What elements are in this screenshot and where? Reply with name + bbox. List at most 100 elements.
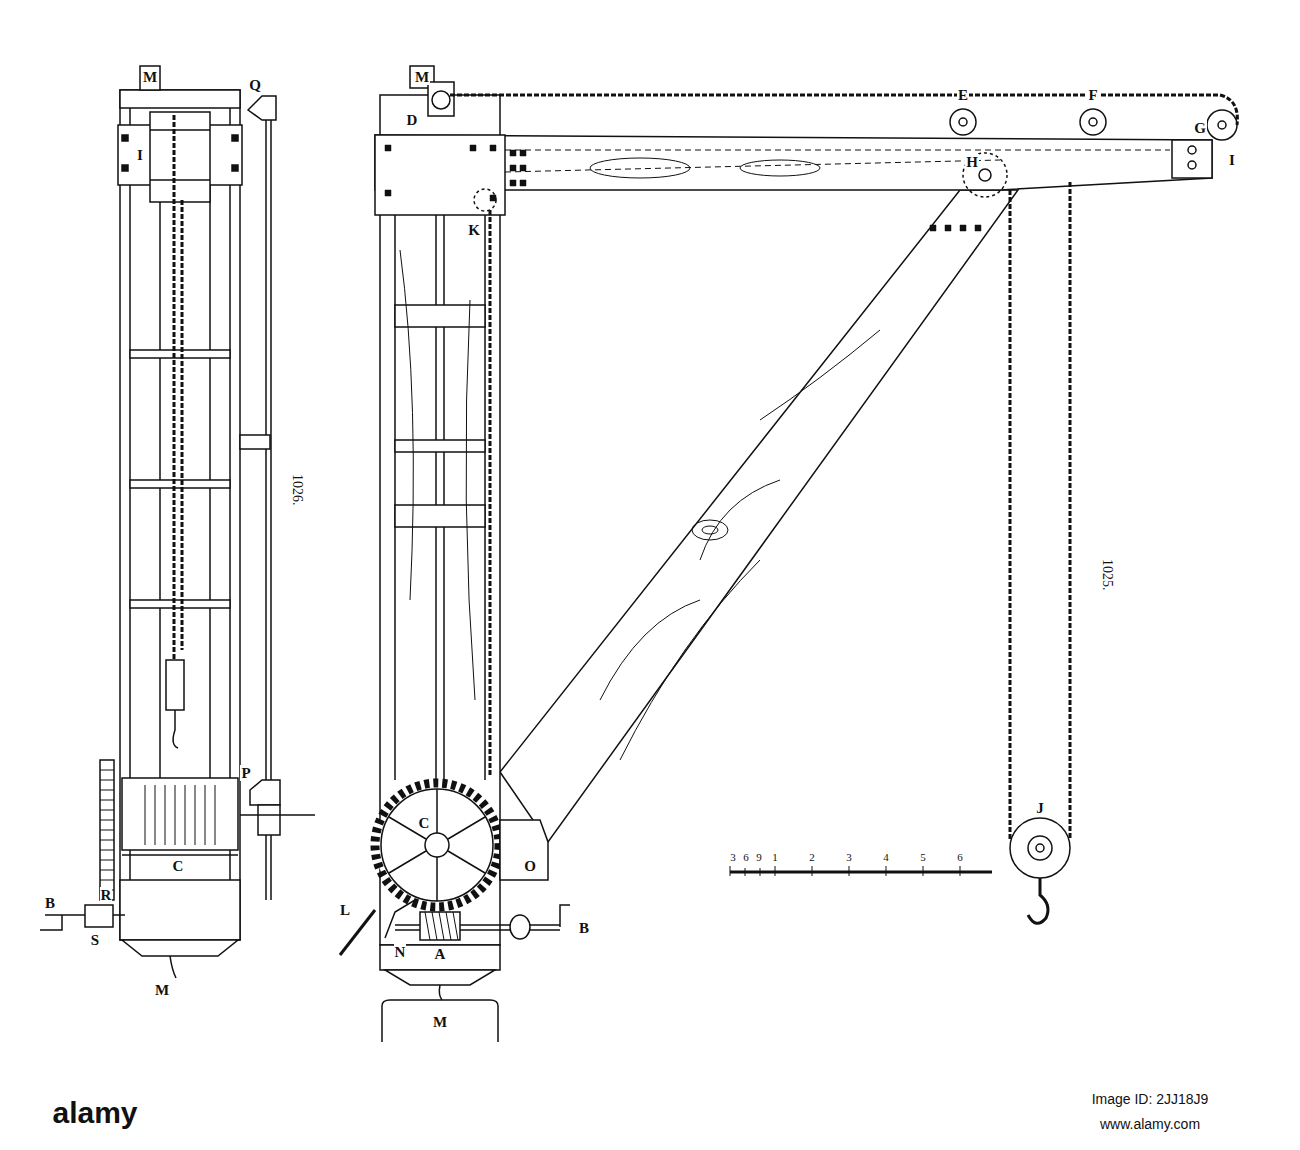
worm-gear [340, 900, 570, 955]
side-view-base-part [120, 880, 240, 940]
strut-part [600, 330, 880, 760]
part-letter: K [467, 222, 481, 239]
part-letter: O [523, 858, 537, 875]
hook-pulley-part [1010, 818, 1070, 878]
side-view-chain-part [181, 200, 184, 650]
side-view-frame-part [129, 108, 131, 880]
gear-wheel-part [389, 789, 485, 901]
side-view-crank [40, 760, 125, 930]
jib-part [505, 150, 1170, 151]
post-part [385, 970, 495, 985]
post-part [439, 985, 442, 1000]
side-view-base-part [170, 956, 176, 978]
hook-pulley-part [1028, 836, 1052, 860]
hoist-chain-part [1009, 190, 1012, 840]
scale-number: 1 [771, 851, 779, 863]
part-letter: M [142, 69, 158, 86]
part-letter: P [240, 765, 251, 782]
post-part [382, 1000, 498, 1042]
side-view-base [120, 880, 240, 978]
jib-part [740, 160, 820, 176]
hoist-chain [450, 95, 1237, 840]
pulleys-part [1207, 110, 1237, 140]
side-view-chain-part [173, 115, 176, 670]
side-view-hook-block-part [173, 710, 178, 748]
post-part [400, 250, 475, 700]
pulleys-part [959, 118, 967, 126]
pulleys-part [432, 91, 450, 109]
side-view-crank-part [40, 915, 62, 930]
pulleys [428, 82, 1237, 211]
post-part [394, 190, 396, 780]
jib-part [930, 225, 981, 231]
side-view-rod-part [240, 435, 270, 449]
jib-part [1188, 146, 1196, 154]
strut-part [500, 190, 1018, 842]
scale-number: 9 [755, 851, 763, 863]
worm-gear-part [420, 912, 460, 940]
side-view-rod-part [258, 805, 280, 835]
pulleys-part [1080, 109, 1106, 135]
part-letter: C [418, 815, 431, 832]
pulleys-part [950, 109, 976, 135]
part-letter: S [90, 932, 100, 949]
side-view-drum-part [122, 778, 238, 850]
part-letter: L [339, 902, 351, 919]
side-view-frame-part [120, 90, 240, 940]
part-letter: C [172, 858, 185, 875]
gear-wheel [375, 783, 548, 907]
hoist-chain-part [1069, 182, 1072, 840]
scale-bar-part [730, 871, 992, 874]
pulleys-part [1089, 118, 1097, 126]
jib-part [1172, 140, 1212, 178]
side-view-frame-part [130, 600, 230, 608]
hoist-chain-part [450, 94, 1220, 97]
post-part [395, 505, 485, 527]
post-part [443, 190, 445, 790]
scale-bar-part [730, 866, 960, 876]
part-letter: B [44, 895, 56, 912]
hoist-chain-part [489, 210, 492, 775]
part-letter: D [406, 112, 419, 129]
scale-bar [730, 866, 992, 876]
strut-part [692, 520, 728, 540]
part-letter: F [1087, 87, 1098, 104]
side-view-frame-part [150, 112, 210, 202]
jib [375, 135, 1212, 231]
worm-gear-part [510, 915, 530, 939]
side-view-frame-part [122, 165, 128, 171]
side-view-hook-block-part [166, 660, 184, 710]
part-letter: M [432, 1014, 448, 1031]
side-view-frame-part [130, 350, 230, 358]
jib-part [1188, 161, 1196, 169]
side-view-drum-part [122, 854, 238, 856]
gear-wheel-part [381, 789, 493, 901]
side-view-crank-part [100, 770, 114, 890]
part-letter: R [100, 887, 113, 904]
scale-number: 2 [808, 851, 816, 863]
part-letter: G [1193, 120, 1207, 137]
jib-part [385, 145, 526, 201]
side-view-frame-part [130, 480, 230, 488]
hook-pulley-part [1036, 844, 1044, 852]
side-view-frame [118, 66, 242, 940]
side-view-frame-part [150, 179, 210, 181]
side-view-hook-block [166, 660, 184, 748]
side-view-rod-part [240, 814, 315, 816]
part-letter: M [154, 982, 170, 999]
gear-wheel-part [375, 783, 499, 907]
part-letter: I [1228, 152, 1236, 169]
scale-number: 3 [729, 851, 737, 863]
part-letter: J [1035, 800, 1045, 817]
side-view-base-part [122, 940, 238, 956]
watermark: Image ID: 2JJ18J9 [1091, 1092, 1210, 1107]
side-view-frame-part [122, 135, 128, 141]
hoist-chain-part [1220, 95, 1237, 125]
gear-wheel-part [500, 820, 548, 880]
post-part [395, 440, 485, 452]
scale-number: 6 [742, 851, 750, 863]
side-view-frame-part [140, 66, 160, 90]
jib-part [375, 135, 505, 215]
